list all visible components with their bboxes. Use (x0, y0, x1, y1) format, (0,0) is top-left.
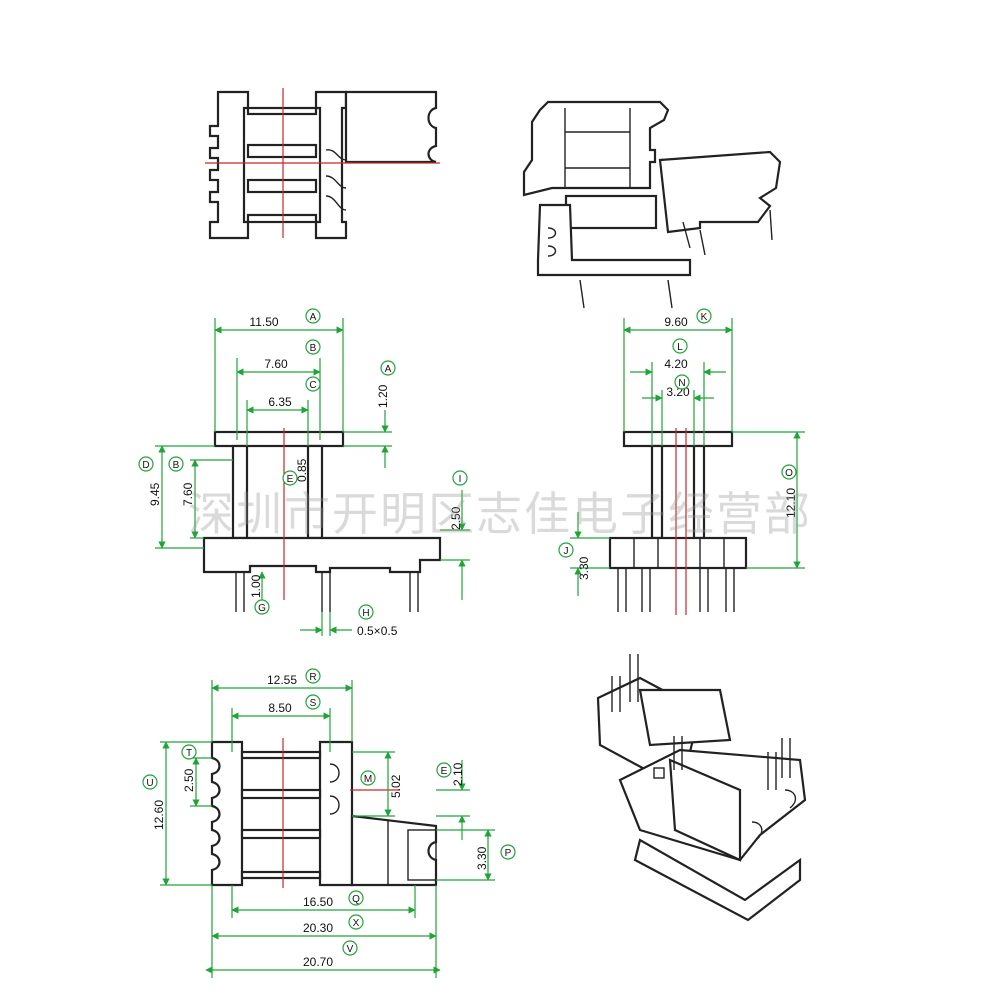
dim-l-width: 4.20 (664, 357, 688, 371)
dim-h-pin: 0.5×0.5 (357, 624, 398, 638)
label-c: C (309, 380, 316, 391)
dim-a-width: 11.50 (249, 315, 278, 329)
label-e2: E (441, 766, 448, 777)
dim-g-height: 1.00 (249, 574, 263, 598)
label-l: L (677, 342, 683, 353)
dim-c-width: 6.35 (268, 395, 292, 409)
dim-m-value: 5.02 (389, 774, 403, 798)
label-k: K (701, 312, 708, 323)
label-n: N (678, 378, 685, 389)
label-a1: A (310, 312, 317, 323)
side-view: 9.60 4.20 3.20 12.10 3.30 K L N O J (558, 308, 805, 615)
label-r: R (309, 672, 316, 683)
label-j: J (564, 546, 569, 557)
isometric-view-1 (522, 100, 782, 309)
front-view: 11.50 7.60 6.35 1.20 9.45 7.60 0.85 2.50… (138, 308, 470, 638)
dim-j-height: 3.30 (577, 556, 591, 580)
dim-b-width: 7.60 (264, 357, 288, 371)
label-h: H (362, 608, 369, 619)
label-p: P (505, 848, 512, 859)
label-v: V (347, 944, 354, 955)
dim-s-width: 8.50 (268, 701, 292, 715)
dim-e-value: 0.85 (295, 458, 309, 482)
bottom-view: 12.55 8.50 12.60 2.50 5.02 2.10 3.30 16.… (142, 668, 516, 978)
label-o: O (785, 468, 793, 479)
dim-b-height: 7.60 (181, 482, 195, 506)
dim-q-value: 16.50 (303, 895, 333, 909)
watermark: 深圳市开明区志佳电子经营部 (188, 487, 812, 541)
dim-e2-value: 2.10 (451, 762, 465, 786)
label-x: X (353, 918, 360, 929)
label-m: M (364, 774, 372, 785)
dim-x-value: 20.30 (303, 921, 333, 935)
dim-t-value: 2.50 (182, 768, 196, 792)
label-d: D (142, 460, 149, 471)
dim-o-height: 12.10 (784, 488, 798, 518)
label-i: I (459, 474, 462, 485)
dim-v-value: 20.70 (303, 955, 333, 969)
label-q: Q (352, 894, 360, 905)
label-b1: B (310, 343, 317, 354)
isometric-view-2 (596, 654, 807, 922)
dim-r-width: 12.55 (267, 673, 297, 687)
label-t: T (186, 748, 192, 759)
dim-k-width: 9.60 (664, 315, 688, 329)
dim-d-height: 9.45 (148, 482, 162, 506)
label-u: U (146, 778, 153, 789)
label-s: S (310, 698, 317, 709)
label-a2: A (385, 364, 392, 375)
dim-u-value: 12.60 (152, 800, 166, 830)
dim-a-height: 1.20 (376, 384, 390, 408)
label-g: G (258, 603, 266, 614)
top-view (205, 88, 440, 240)
dim-p-value: 3.30 (475, 846, 489, 870)
dim-i-height: 2.50 (449, 506, 463, 530)
label-b2: B (173, 460, 180, 471)
label-e: E (287, 474, 294, 485)
